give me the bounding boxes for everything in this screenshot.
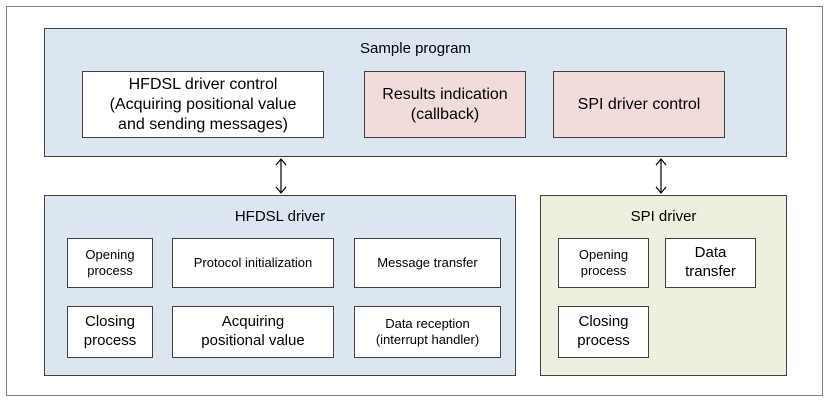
message-label: Message transfer <box>377 254 478 270</box>
hfdsl-control-line3: and sending messages) <box>118 115 288 133</box>
results-indication-box: Results indication (callback) <box>364 71 526 138</box>
spi-control-label: SPI driver control <box>577 95 701 113</box>
spi-bidirectional-arrow <box>655 158 667 194</box>
acquiring-line1: Acquiring <box>221 313 285 331</box>
protocol-label: Protocol initialization <box>193 254 313 270</box>
hfdsl-driver-panel: HFDSL driver Opening process Protocol in… <box>44 195 516 376</box>
results-line2: (callback) <box>410 105 480 123</box>
protocol-initialization-box: Protocol initialization <box>172 238 334 288</box>
sample-program-panel: Sample program HFDSL driver control (Acq… <box>44 28 787 157</box>
hfdsl-opening-process-box: Opening process <box>67 238 153 288</box>
hfdsl-opening-line2: process <box>87 263 133 278</box>
spi-driver-panel: SPI driver Opening process Data transfer… <box>540 195 787 376</box>
data-reception-box: Data reception (interrupt handler) <box>354 306 501 358</box>
spi-data-line1: Data <box>694 244 727 262</box>
hfdsl-driver-title: HFDSL driver <box>234 208 326 225</box>
acquiring-line2: positional value <box>201 332 305 349</box>
hfdsl-closing-line2: process <box>83 332 137 349</box>
reception-line2: (interrupt handler) <box>375 332 480 347</box>
results-line1: Results indication <box>382 85 508 103</box>
hfdsl-bidirectional-arrow <box>275 158 287 194</box>
spi-opening-line1: Opening <box>578 246 629 262</box>
message-transfer-box: Message transfer <box>354 238 501 288</box>
hfdsl-driver-control-box: HFDSL driver control (Acquiring position… <box>82 71 324 138</box>
hfdsl-closing-process-box: Closing process <box>67 306 153 358</box>
spi-closing-line1: Closing <box>578 313 629 331</box>
spi-opening-line2: process <box>580 263 627 278</box>
acquiring-positional-value-box: Acquiring positional value <box>172 306 334 358</box>
spi-closing-process-box: Closing process <box>558 306 649 358</box>
sample-program-title: Sample program <box>360 40 471 57</box>
spi-driver-control-box: SPI driver control <box>553 71 725 138</box>
hfdsl-closing-line1: Closing <box>84 313 136 331</box>
hfdsl-control-line2: (Acquiring positional value <box>109 95 297 113</box>
hfdsl-opening-line1: Opening <box>85 246 135 262</box>
hfdsl-control-line1: HFDSL driver control <box>128 75 278 93</box>
spi-opening-process-box: Opening process <box>558 238 649 288</box>
reception-line1: Data reception <box>385 315 470 331</box>
spi-data-transfer-box: Data transfer <box>665 238 756 288</box>
spi-closing-line2: process <box>577 332 630 349</box>
spi-data-line2: transfer <box>685 263 736 280</box>
spi-driver-title: SPI driver <box>630 208 697 225</box>
